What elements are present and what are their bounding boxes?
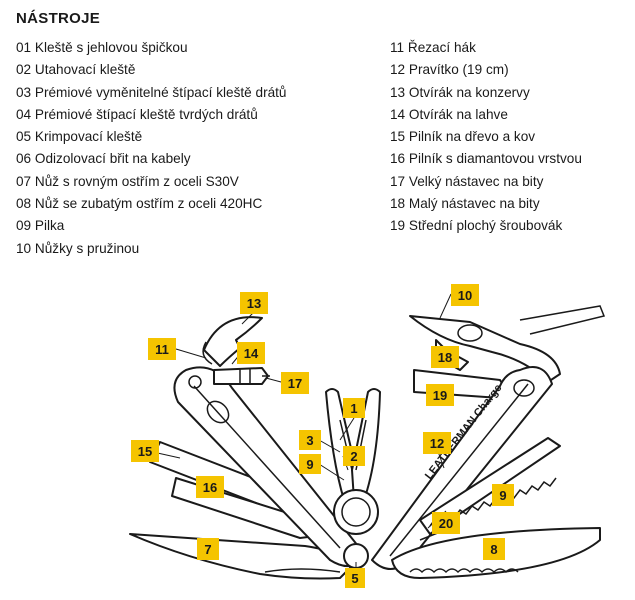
list-item: 03 Prémiové vyměnitelné štípací kleště d… [16, 84, 287, 100]
list-item: 08 Nůž se zubatým ostřím z oceli 420HC [16, 196, 263, 212]
svg-text:1: 1 [350, 401, 357, 416]
right-handle [371, 366, 553, 570]
callout-9-left: 9 [299, 454, 321, 474]
callout-17: 17 [281, 372, 309, 394]
list-item: 12 Pravítko (19 cm) [390, 62, 509, 78]
callout-8: 8 [483, 538, 505, 560]
svg-text:18: 18 [438, 350, 452, 365]
tools-list-right: 11 Řezací hák 12 Pravítko (19 cm) 13 Otv… [390, 37, 582, 238]
list-item: 01 Kleště s jehlovou špičkou [16, 40, 188, 55]
list-item: 15 Pilník na dřevo a kov [390, 129, 536, 145]
callout-15: 15 [131, 440, 159, 462]
list-item: 07 Nůž s rovným ostřím z oceli S30V [16, 173, 239, 189]
svg-text:17: 17 [288, 376, 302, 391]
svg-text:15: 15 [138, 444, 152, 459]
tools-heading: NÁSTROJE [16, 10, 101, 27]
tools-list-left: 01 Kleště s jehlovou špičkou 02 Utahovac… [16, 37, 287, 260]
callout-12: 12 [423, 432, 451, 454]
callout-5: 5 [345, 568, 365, 588]
list-item: 13 Otvírák na konzervy [390, 84, 530, 100]
list-item: 18 Malý nástavec na bity [390, 196, 540, 212]
list-item: 19 Střední plochý šroubovák [390, 218, 563, 234]
plier-pivot [333, 489, 379, 535]
svg-text:19: 19 [433, 388, 447, 403]
bit-driver [213, 367, 269, 385]
list-item: 17 Velký nástavec na bity [390, 173, 544, 189]
saw-blade [419, 437, 561, 535]
svg-text:11: 11 [155, 342, 169, 357]
svg-text:9: 9 [499, 488, 506, 503]
callout-2: 2 [343, 446, 365, 466]
callout-3: 3 [299, 430, 321, 450]
list-item: 14 Otvírák na lahve [390, 106, 508, 122]
svg-text:13: 13 [247, 296, 261, 311]
callout-9-right: 9 [492, 484, 514, 506]
callout-14: 14 [237, 342, 265, 364]
list-item: 05 Krimpovací kleště [16, 129, 143, 145]
list-item: 04 Prémiové štípací kleště tvrdých drátů [16, 106, 258, 122]
callout-7: 7 [197, 538, 219, 560]
svg-text:9: 9 [306, 457, 313, 472]
callout-1: 1 [343, 398, 365, 418]
svg-text:3: 3 [306, 433, 313, 448]
callout-16: 16 [196, 476, 224, 498]
list-item: 11 Řezací hák [390, 40, 476, 55]
spring-scissors [409, 315, 561, 383]
svg-text:10: 10 [458, 288, 472, 303]
svg-text:12: 12 [430, 436, 444, 451]
callout-10: 10 [451, 284, 479, 306]
svg-text:20: 20 [439, 516, 453, 531]
list-item: 06 Odizolovací břit na kabely [16, 151, 191, 167]
svg-text:2: 2 [350, 449, 357, 464]
callout-11: 11 [148, 338, 176, 360]
svg-text:5: 5 [351, 571, 358, 586]
list-item: 09 Pilka [16, 218, 65, 234]
list-item: 10 Nůžky s pružinou [16, 240, 140, 256]
svg-text:7: 7 [204, 542, 211, 557]
callout-18: 18 [431, 346, 459, 368]
callout-13: 13 [240, 292, 268, 314]
svg-text:14: 14 [244, 346, 259, 361]
svg-text:16: 16 [203, 480, 217, 495]
svg-text:8: 8 [490, 542, 497, 557]
callout-20: 20 [432, 512, 460, 534]
list-item: 16 Pilník s diamantovou vrstvou [390, 151, 582, 167]
list-item: 02 Utahovací kleště [16, 62, 136, 78]
callout-19: 19 [426, 384, 454, 406]
can-opener [203, 316, 263, 367]
